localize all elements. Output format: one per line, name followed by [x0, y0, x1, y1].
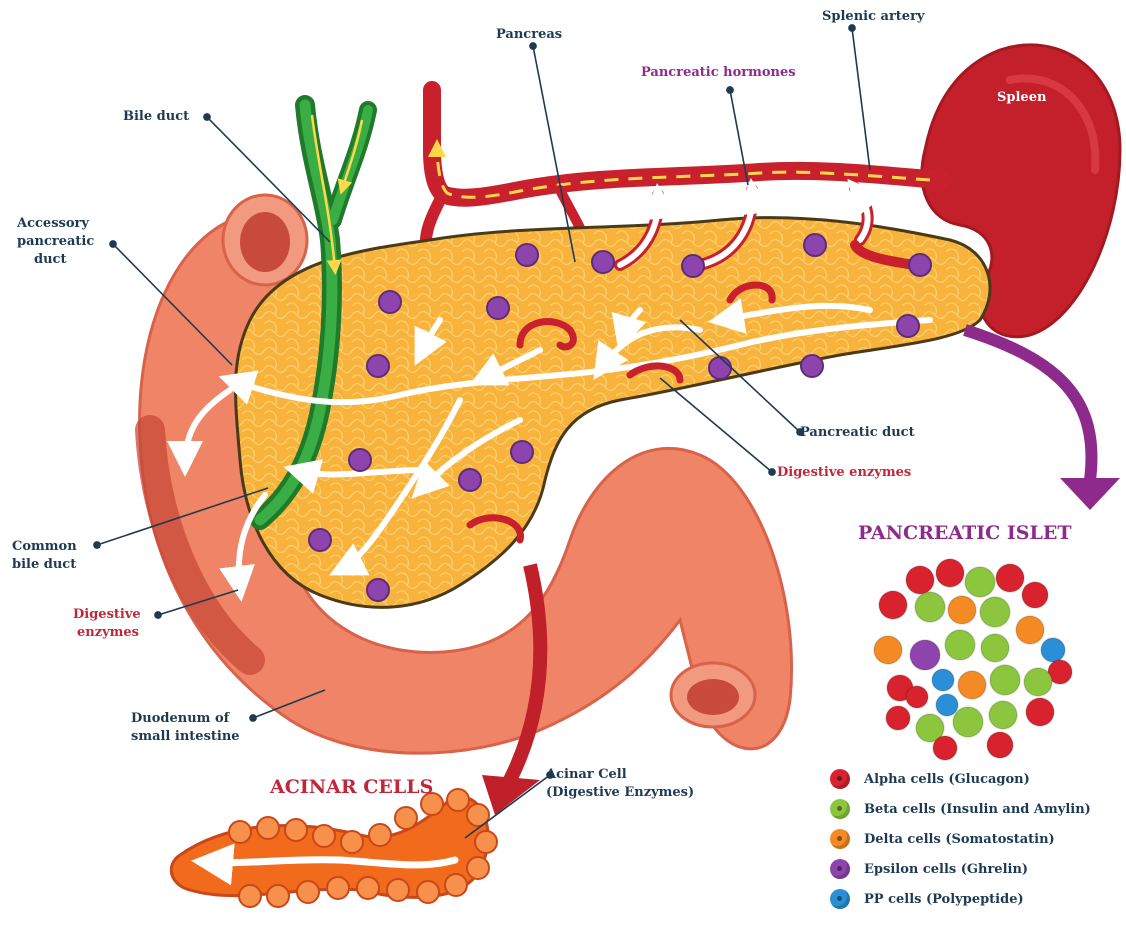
acinar-cells-illustration	[171, 789, 497, 907]
legend-item-epsilon: Epsilon cells (Ghrelin)	[830, 854, 1091, 884]
label-duodenum-line1: Duodenum of	[131, 710, 240, 728]
legend-label-delta: Delta cells (Somatostatin)	[864, 832, 1055, 847]
duodenum-lumen-bottom	[687, 679, 739, 715]
title-pancreatic-islet: PANCREATIC ISLET	[858, 522, 1071, 544]
label-pancreatic-hormones: Pancreatic hormones	[641, 64, 796, 82]
label-accessory-line2: pancreatic	[17, 233, 94, 251]
label-pancreatic-duct: Pancreatic duct	[800, 424, 915, 442]
legend-item-alpha: Alpha cells (Glucagon)	[830, 764, 1091, 794]
label-common-line2: bile duct	[12, 556, 77, 574]
label-common-line1: Common	[12, 538, 77, 556]
label-common-bile-duct: Common bile duct	[12, 538, 77, 574]
legend-label-epsilon: Epsilon cells (Ghrelin)	[864, 862, 1028, 877]
pp-cell-icon	[830, 889, 850, 909]
duodenum-lumen-top	[240, 212, 290, 272]
label-enzymes-line1: Digestive	[73, 606, 141, 624]
label-duodenum-line2: small intestine	[131, 728, 240, 746]
islet-arrow-head	[1060, 478, 1120, 510]
acinar-arrow-head	[482, 775, 540, 815]
legend-item-delta: Delta cells (Somatostatin)	[830, 824, 1091, 854]
legend-label-alpha: Alpha cells (Glucagon)	[864, 772, 1030, 787]
alpha-cell-icon	[830, 769, 850, 789]
label-splenic-artery: Splenic artery	[822, 8, 924, 26]
label-acinar-cell: Acinar Cell (Digestive Enzymes)	[546, 766, 694, 802]
label-digestive-enzymes-left: Digestive enzymes	[73, 606, 141, 642]
legend-label-beta: Beta cells (Insulin and Amylin)	[864, 802, 1091, 817]
label-accessory-pancreatic-duct: Accessory pancreatic duct	[17, 215, 94, 269]
legend-item-beta: Beta cells (Insulin and Amylin)	[830, 794, 1091, 824]
title-acinar-cells: ACINAR CELLS	[270, 776, 433, 798]
label-accessory-line3: duct	[17, 251, 94, 269]
pancreatic-islet-cluster	[874, 559, 1072, 760]
label-acinar-line1: Acinar Cell	[546, 766, 694, 784]
label-duodenum: Duodenum of small intestine	[131, 710, 240, 746]
islet-arrow	[965, 330, 1091, 480]
epsilon-cell-icon	[830, 859, 850, 879]
label-accessory-line1: Accessory	[17, 215, 94, 233]
beta-cell-icon	[830, 799, 850, 819]
legend-item-pp: PP cells (Polypeptide)	[830, 884, 1091, 914]
delta-cell-icon	[830, 829, 850, 849]
label-acinar-line2: (Digestive Enzymes)	[546, 784, 694, 802]
label-spleen: Spleen	[997, 89, 1046, 107]
legend-label-pp: PP cells (Polypeptide)	[864, 892, 1024, 907]
cell-legend: Alpha cells (Glucagon) Beta cells (Insul…	[830, 764, 1091, 914]
label-enzymes-line2: enzymes	[73, 624, 141, 642]
label-pancreas: Pancreas	[496, 26, 562, 44]
label-digestive-enzymes-right: Digestive enzymes	[777, 464, 911, 482]
label-bile-duct: Bile duct	[123, 108, 189, 126]
